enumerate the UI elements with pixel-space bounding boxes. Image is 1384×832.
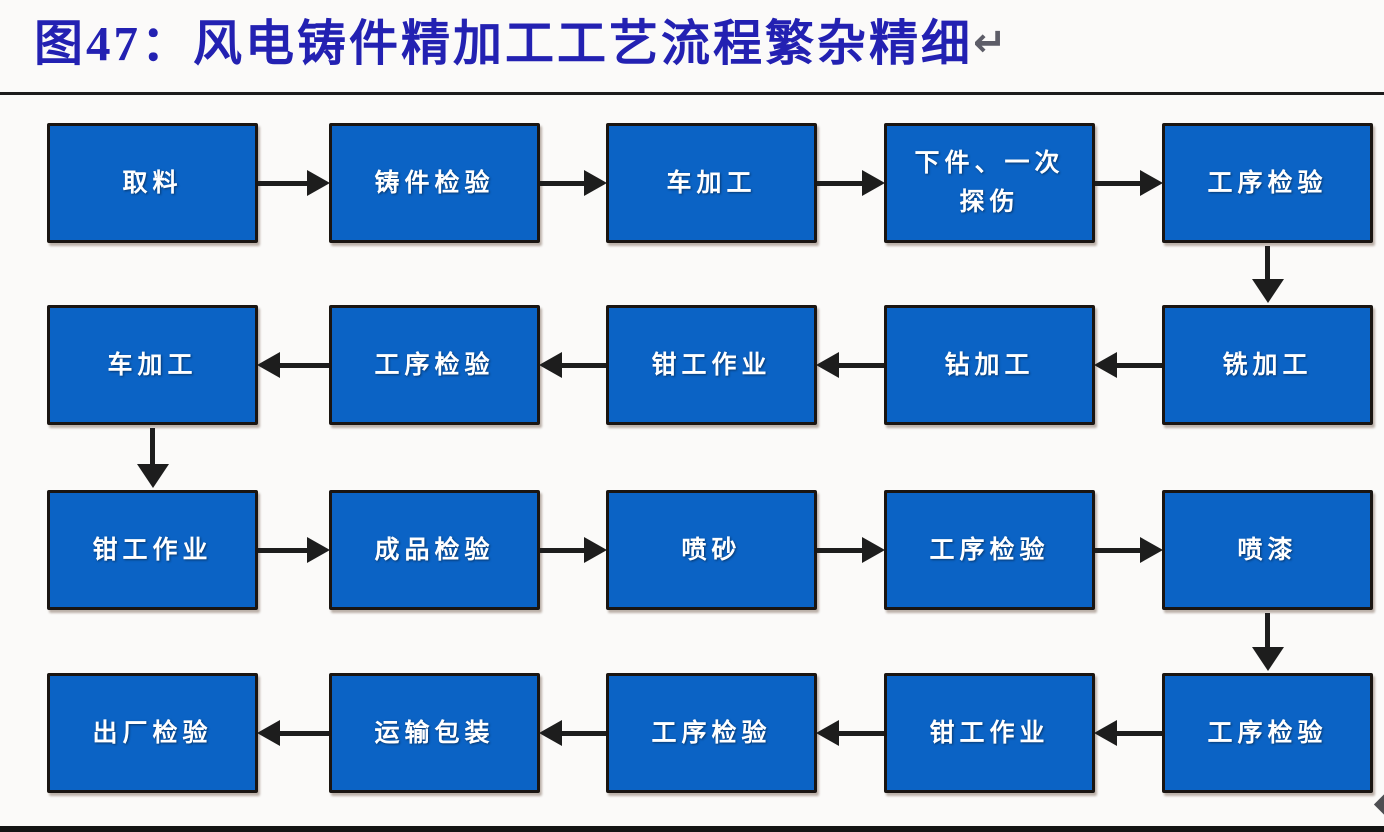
arrow-left-icon — [1094, 720, 1162, 746]
flow-node-label: 喷砂 — [681, 535, 742, 564]
arrow-down-icon — [1252, 246, 1284, 303]
flow-node: 工序检验 — [329, 305, 540, 425]
flow-node-label: 钳工作业 — [92, 535, 213, 564]
flow-node: 钳工作业 — [606, 305, 817, 425]
flow-node: 喷砂 — [606, 490, 817, 610]
flow-node-label: 出厂检验 — [92, 718, 213, 747]
title-underline — [0, 92, 1384, 95]
arrow-down-icon — [137, 428, 169, 488]
flow-node: 钳工作业 — [47, 490, 258, 610]
flow-node-label: 取料 — [122, 168, 183, 197]
figure-title: 图47：风电铸件精加工工艺流程繁杂精细↵ — [34, 4, 1007, 75]
arrow-right-icon — [540, 537, 607, 563]
flow-node: 铣加工 — [1162, 305, 1373, 425]
flow-node: 取料 — [47, 123, 258, 243]
arrow-down-icon — [1252, 613, 1284, 671]
flow-node: 钻加工 — [884, 305, 1095, 425]
figure-title-text: 图47：风电铸件精加工工艺流程繁杂精细 — [34, 16, 974, 71]
arrow-right-icon — [258, 537, 330, 563]
flow-node: 工序检验 — [1162, 123, 1373, 243]
flow-node-label: 钳工作业 — [929, 718, 1050, 747]
arrow-right-icon — [817, 537, 885, 563]
arrow-right-icon — [1095, 537, 1163, 563]
flow-node-label: 铸件检验 — [374, 168, 495, 197]
flow-node: 喷漆 — [1162, 490, 1373, 610]
arrow-left-icon — [539, 352, 606, 378]
flow-node-label: 工序检验 — [651, 718, 772, 747]
flow-node: 运输包装 — [329, 673, 540, 793]
flow-node-label: 下件、一次 探伤 — [914, 149, 1065, 216]
arrow-right-icon — [258, 170, 330, 196]
flow-node-label: 工序检验 — [929, 535, 1050, 564]
edge-handle-icon — [1373, 793, 1384, 816]
arrow-left-icon — [257, 352, 329, 378]
flow-node: 车加工 — [606, 123, 817, 243]
flow-node: 工序检验 — [884, 490, 1095, 610]
flow-node-label: 工序检验 — [1207, 718, 1328, 747]
flow-node: 钳工作业 — [884, 673, 1095, 793]
flow-node-label: 车加工 — [666, 168, 757, 197]
flow-node-label: 喷漆 — [1237, 535, 1298, 564]
arrow-right-icon — [1095, 170, 1163, 196]
arrow-left-icon — [539, 720, 606, 746]
flow-node: 出厂检验 — [47, 673, 258, 793]
flow-node-label: 铣加工 — [1222, 350, 1313, 379]
flow-node-label: 成品检验 — [374, 535, 495, 564]
arrow-right-icon — [817, 170, 885, 196]
flow-node: 成品检验 — [329, 490, 540, 610]
arrow-left-icon — [816, 352, 884, 378]
flow-node: 铸件检验 — [329, 123, 540, 243]
flow-node-label: 运输包装 — [374, 718, 495, 747]
flow-node: 车加工 — [47, 305, 258, 425]
flow-node: 下件、一次 探伤 — [884, 123, 1095, 243]
paragraph-return-icon: ↵ — [973, 20, 1007, 66]
arrow-right-icon — [540, 170, 607, 196]
flow-node-label: 车加工 — [107, 350, 198, 379]
flow-node-label: 工序检验 — [1207, 168, 1328, 197]
bottom-rule — [0, 826, 1384, 832]
flow-node: 工序检验 — [1162, 673, 1373, 793]
flow-node-label: 钻加工 — [944, 350, 1035, 379]
flow-node-label: 钳工作业 — [651, 350, 772, 379]
arrow-left-icon — [257, 720, 329, 746]
flow-node: 工序检验 — [606, 673, 817, 793]
arrow-left-icon — [816, 720, 884, 746]
flow-node-label: 工序检验 — [374, 350, 495, 379]
arrow-left-icon — [1094, 352, 1162, 378]
